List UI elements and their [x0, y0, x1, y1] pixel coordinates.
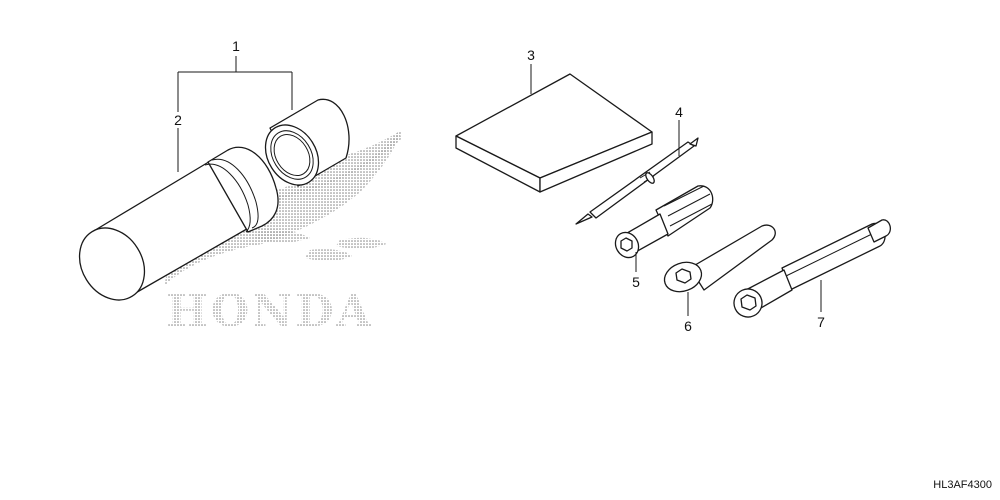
callout-2[interactable]: 2: [174, 112, 182, 128]
honda-watermark: HONDA: [166, 286, 373, 337]
leader-lines: [177, 56, 822, 316]
part-6-ring-wrench[interactable]: [660, 224, 776, 297]
part-4-screwdriver[interactable]: [575, 137, 699, 225]
drawing-code: HL3AF4300: [933, 479, 992, 491]
part-7-box-spanner[interactable]: [729, 219, 892, 322]
part-5-screwdriver-handle[interactable]: [611, 185, 714, 262]
callout-3[interactable]: 3: [527, 47, 535, 63]
callout-6[interactable]: 6: [684, 318, 692, 334]
callout-1[interactable]: 1: [232, 38, 240, 54]
callout-5[interactable]: 5: [632, 274, 640, 290]
part-3-owners-manual[interactable]: [455, 73, 653, 193]
callout-7[interactable]: 7: [817, 314, 825, 330]
part-1-tool-case-cap[interactable]: [255, 98, 350, 195]
callout-4[interactable]: 4: [675, 104, 683, 120]
part-2-tool-case[interactable]: [66, 146, 279, 312]
